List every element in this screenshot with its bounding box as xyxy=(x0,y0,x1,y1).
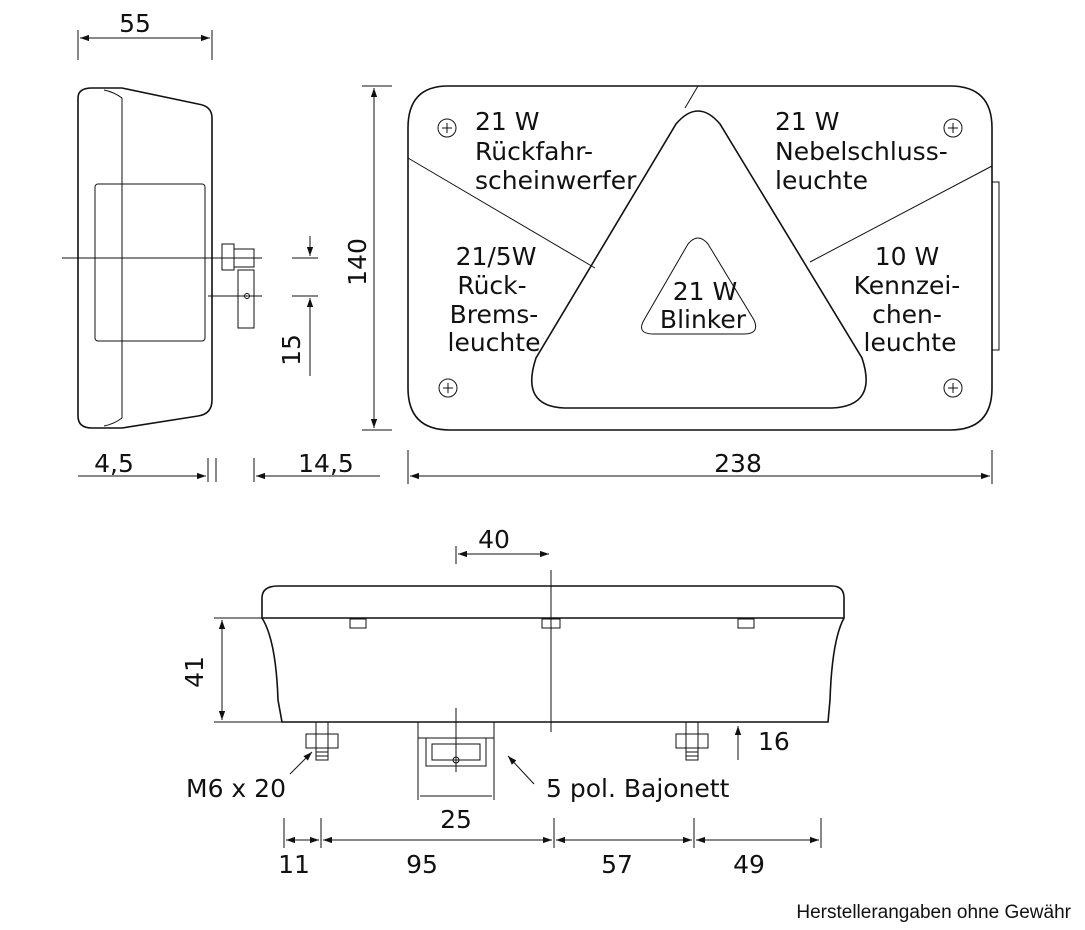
svg-text:chen-: chen- xyxy=(872,300,942,329)
dimension-height-label: 140 xyxy=(343,238,372,286)
svg-text:Blinker: Blinker xyxy=(660,305,747,334)
screw-top-left-icon xyxy=(437,118,457,138)
front-view-outline xyxy=(407,85,993,431)
lamp-plate-label: 10 W Kennzei- chen- leuchte xyxy=(854,242,961,357)
lamp-tail-brake-label: 21/5W Rück- Brems- leuchte xyxy=(448,242,541,357)
dimension-height: 140 xyxy=(343,85,392,431)
indicator-inner-triangle xyxy=(641,237,757,335)
dimension-stud-length-label: 16 xyxy=(758,727,790,756)
dimension-bottom-height: 41 xyxy=(180,617,282,723)
screw-bottom-left-icon xyxy=(438,378,458,398)
front-view: 21 W Rückfahr- scheinwerfer 21 W Nebelsc… xyxy=(407,85,1000,431)
bottom-view-housing xyxy=(261,617,845,723)
stud-label: M6 x 20 xyxy=(186,774,286,803)
screw-top-right-icon xyxy=(943,118,963,138)
dimension-connector-width-label: 25 xyxy=(440,805,472,834)
lamp-reverse-label: 21 W Rückfahr- scheinwerfer xyxy=(475,107,637,195)
disclaimer-text: Herstellerangaben ohne Gewähr xyxy=(796,902,1071,923)
dimension-bottom-height-label: 41 xyxy=(180,656,209,688)
dimension-right-gap-label: 14,5 xyxy=(298,449,354,478)
lamp-indicator-label: 21 W Blinker xyxy=(660,277,747,334)
svg-text:Rückfahr-: Rückfahr- xyxy=(475,137,593,166)
svg-text:scheinwerfer: scheinwerfer xyxy=(475,166,637,195)
svg-text:21 W: 21 W xyxy=(475,107,539,136)
svg-text:21 W: 21 W xyxy=(775,107,839,136)
dimension-seg-3-label: 57 xyxy=(601,850,633,879)
svg-text:leuchte: leuchte xyxy=(864,328,957,357)
dimension-seg-2-label: 95 xyxy=(406,850,438,879)
indicator-triangle xyxy=(531,110,867,409)
right-stud xyxy=(675,721,709,761)
side-view-housing xyxy=(77,87,213,429)
bottom-view-lid xyxy=(261,585,845,619)
side-view xyxy=(62,87,262,429)
dimension-connector-offset-label: 15 xyxy=(277,334,306,366)
bottom-view xyxy=(261,570,845,800)
svg-text:21 W: 21 W xyxy=(673,277,737,306)
dimension-connector-pitch-label: 40 xyxy=(478,525,510,554)
bottom-view-clip-3 xyxy=(737,618,755,629)
bottom-view-clip-1 xyxy=(349,618,367,629)
svg-text:Rück-: Rück- xyxy=(457,271,526,300)
side-view-connector-nut xyxy=(221,243,235,271)
dimension-width-label: 238 xyxy=(714,449,762,478)
dimension-side-depth: 55 xyxy=(77,9,213,60)
stud-callout: M6 x 20 xyxy=(186,751,313,803)
dimension-seg-1-label: 11 xyxy=(278,850,310,879)
side-view-plug xyxy=(237,269,255,329)
side-view-plug-pin xyxy=(244,293,250,299)
dimension-connector-pitch: 40 xyxy=(455,525,549,564)
dimension-chain: 11 95 57 49 xyxy=(278,818,822,879)
svg-text:leuchte: leuchte xyxy=(448,328,541,357)
svg-text:Kennzei-: Kennzei- xyxy=(854,271,961,300)
front-view-divider-top xyxy=(684,85,699,109)
front-view-divider-left xyxy=(407,157,596,269)
dimension-stud-length: 16 xyxy=(734,726,790,760)
svg-text:Nebelschluss-: Nebelschluss- xyxy=(775,137,948,166)
svg-text:21/5W: 21/5W xyxy=(456,242,537,271)
svg-text:10 W: 10 W xyxy=(875,242,939,271)
front-view-side-tab xyxy=(992,181,1000,351)
dimension-left-gap: 4,5 xyxy=(78,449,217,482)
dimension-side-depth-label: 55 xyxy=(119,9,151,38)
lamp-fog-label: 21 W Nebelschluss- leuchte xyxy=(775,107,948,195)
bottom-connector xyxy=(417,708,495,800)
dimension-seg-4-label: 49 xyxy=(733,850,765,879)
left-stud xyxy=(305,721,339,761)
side-view-inner-panel xyxy=(94,183,206,342)
dimension-connector-offset: 15 xyxy=(277,236,318,376)
dimension-width: 238 xyxy=(407,449,993,484)
svg-text:Brems-: Brems- xyxy=(450,300,539,329)
dimension-left-gap-label: 4,5 xyxy=(94,449,134,478)
connector-label: 5 pol. Bajonett xyxy=(546,774,730,803)
front-view-divider-right xyxy=(809,165,993,263)
dimension-right-gap: 14,5 xyxy=(253,449,380,482)
svg-text:leuchte: leuchte xyxy=(775,166,868,195)
screw-bottom-right-icon xyxy=(943,378,963,398)
connector-callout: 5 pol. Bajonett xyxy=(507,755,730,803)
